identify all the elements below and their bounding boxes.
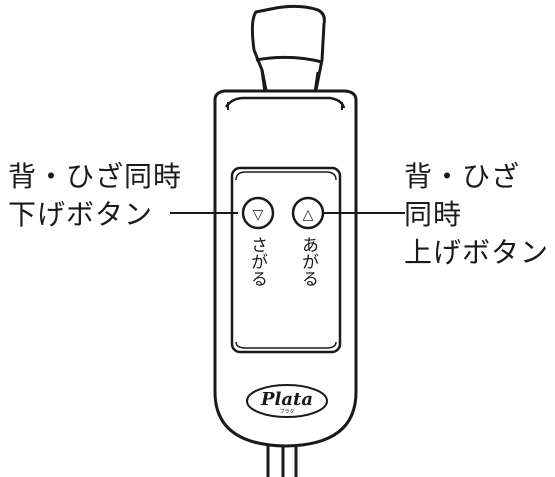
down-button-callout: 背・ひざ同時 下げボタン <box>8 158 182 234</box>
logo: Plata プラタ <box>246 384 328 418</box>
down-button-label: さがる <box>247 236 267 287</box>
logo-sub: プラタ <box>279 408 294 415</box>
triangle-up-icon: △ <box>303 207 314 223</box>
up-button-label: あがる <box>298 236 318 287</box>
down-button[interactable]: ▽ <box>241 196 275 230</box>
up-callout-line-3: 上げボタン <box>404 236 550 269</box>
up-callout-line-2: 同時 <box>404 198 463 231</box>
down-callout-line-1: 背・ひざ同時 <box>8 160 183 193</box>
logo-brand: Plata <box>260 389 313 410</box>
up-callout-line-1: 背・ひざ <box>404 160 521 193</box>
down-callout-line-2: 下げボタン <box>8 198 154 231</box>
hook <box>250 4 326 102</box>
up-button[interactable]: △ <box>291 196 325 230</box>
triangle-down-icon: ▽ <box>253 207 264 223</box>
up-button-callout: 背・ひざ 同時 上げボタン <box>404 158 549 272</box>
